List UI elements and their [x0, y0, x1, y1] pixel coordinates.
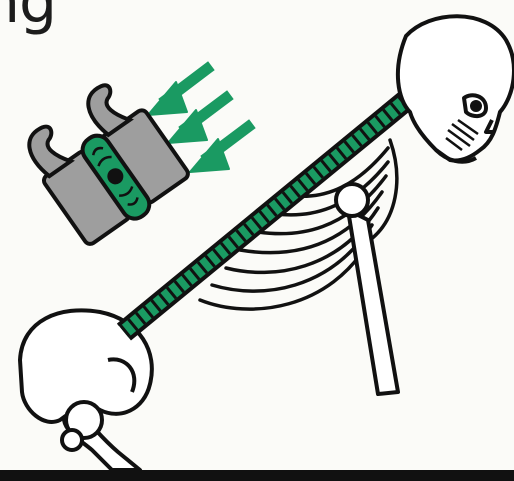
skull [398, 16, 514, 161]
bottom-border [0, 470, 514, 481]
arrow-icon [148, 69, 207, 115]
